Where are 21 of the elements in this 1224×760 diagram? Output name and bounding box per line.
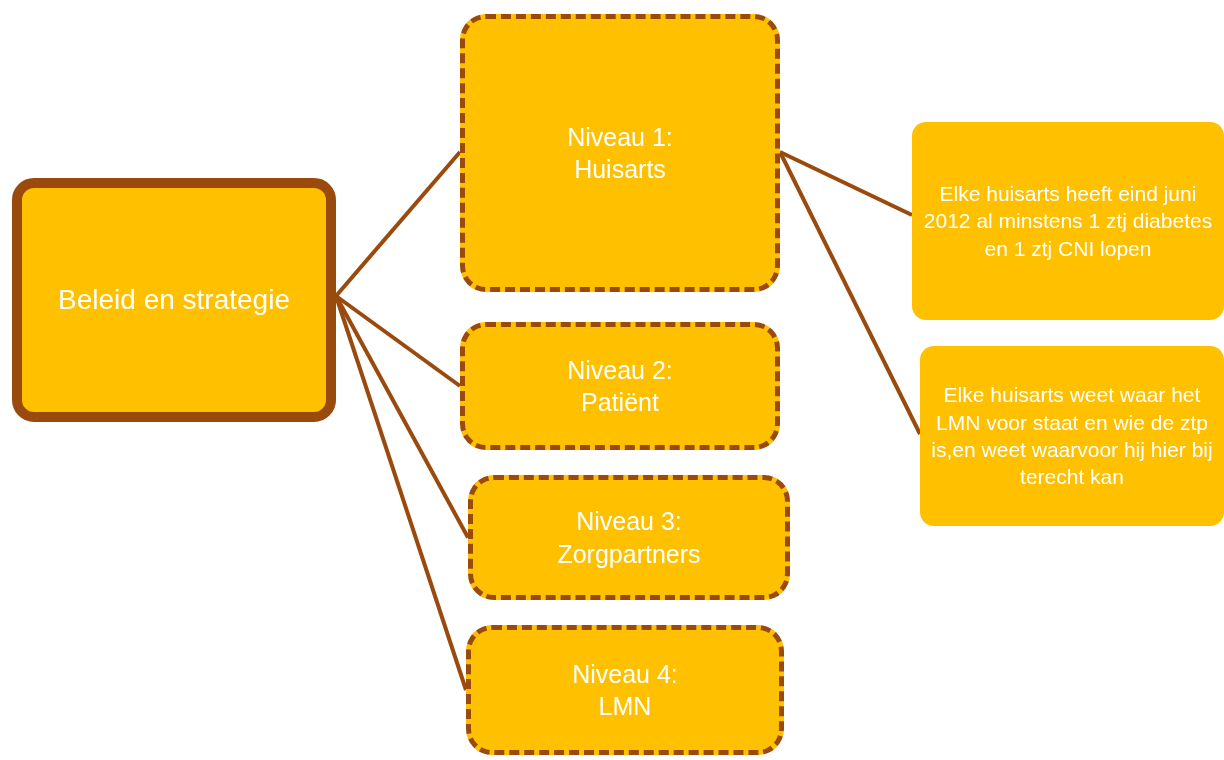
level-box bbox=[460, 322, 780, 450]
box-text: Niveau 3: bbox=[576, 506, 682, 537]
box-text: Niveau 4: bbox=[572, 658, 678, 690]
box-text: LMN bbox=[598, 691, 652, 722]
level-box bbox=[468, 475, 790, 600]
box-text: Niveau 1: bbox=[567, 121, 673, 153]
level-box bbox=[466, 625, 784, 755]
level-box bbox=[12, 178, 336, 422]
box-text: Zorgpartners bbox=[557, 538, 701, 570]
box-text: Niveau 2: bbox=[567, 354, 673, 386]
box-text: Beleid en strategie bbox=[58, 282, 290, 317]
box-text: Elke huisarts weet waar het LMN voor staat en wie de ztp is,en weet waarvoor hij hier bij terecht kan bbox=[930, 382, 1214, 491]
note-box bbox=[920, 346, 1224, 526]
connector-line bbox=[334, 150, 462, 298]
level-box bbox=[460, 14, 780, 292]
connector-line bbox=[779, 150, 913, 217]
note-box bbox=[912, 122, 1224, 320]
box-text: Huisarts bbox=[574, 154, 666, 185]
connector-line bbox=[778, 151, 922, 435]
box-text: Patiënt bbox=[581, 387, 659, 418]
box-text: Elke huisarts heeft eind juni 2012 al minstens 1 ztj diabetes en 1 ztj CNI lopen bbox=[922, 181, 1214, 262]
